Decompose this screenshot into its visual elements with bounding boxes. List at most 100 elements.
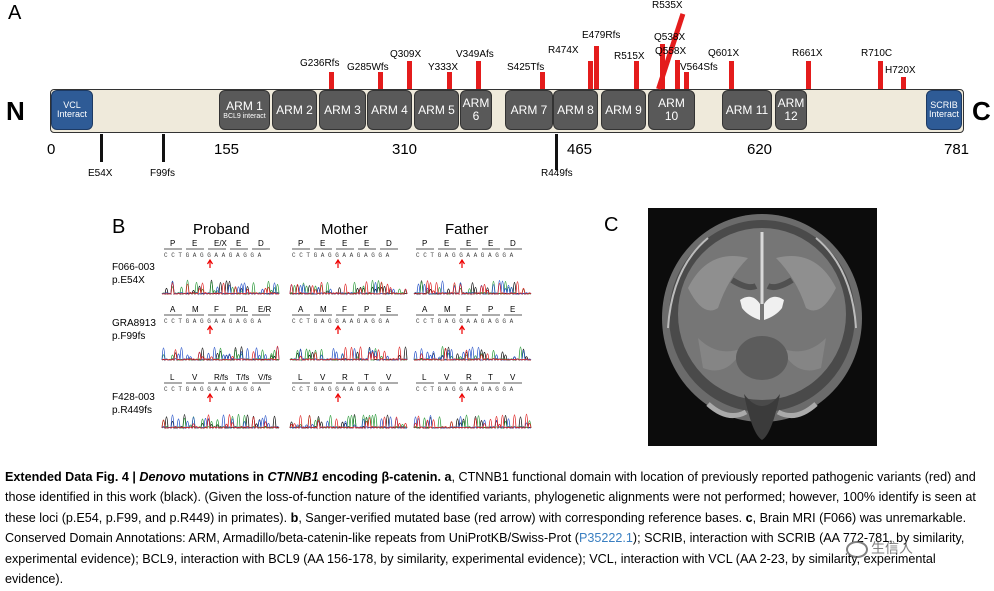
variant-marker-previous	[806, 61, 811, 89]
variant-label-previous: Q538X	[654, 32, 686, 43]
svg-text:C C T G A G G A A G A G G A: C C T G A G G A A G A G G A	[292, 386, 390, 393]
variant-marker-previous	[634, 61, 639, 89]
column-title-mother: Mother	[321, 221, 368, 238]
codon-label: V/fs	[258, 373, 272, 382]
codon-label: E	[192, 239, 197, 248]
mutation-arrow-icon	[206, 392, 214, 402]
uniprot-accession-link[interactable]: P35222.1	[578, 531, 633, 546]
brain-mri-image	[648, 208, 877, 446]
variant-marker-previous	[901, 77, 906, 89]
variant-label-new: F99fs	[150, 168, 176, 179]
codon-label: V	[444, 373, 450, 382]
codon-label: A	[170, 305, 176, 314]
domain-label: ARM 5	[418, 102, 455, 117]
caption-c-text-2: ); SCRIB, interaction with SCRIB (AA 772…	[5, 531, 965, 587]
variant-marker-previous	[660, 44, 665, 89]
panel-a-letter: A	[8, 2, 22, 24]
codon-label: E	[488, 239, 493, 248]
variant-label-previous: Q558X	[655, 46, 687, 57]
position-tick-label: 0	[47, 141, 56, 158]
domain-label: ARM 11	[725, 102, 769, 117]
variant-label-previous: V564Sfs	[680, 62, 718, 73]
variant-label-previous: Q309X	[390, 49, 422, 60]
watermark: 生信人	[846, 538, 913, 558]
codon-label: L	[422, 373, 427, 382]
caption-figure-number: Extended Data Fig. 4 |	[5, 470, 136, 484]
codon-label: E	[466, 239, 471, 248]
variant-label-previous: R710C	[861, 48, 893, 59]
codon-label: T/fs	[236, 373, 249, 382]
domain-arm-2: ARM 2	[272, 90, 317, 130]
codon-label: P	[488, 305, 493, 314]
codon-label: R	[466, 373, 472, 382]
domain-label: SCRIB	[930, 99, 958, 110]
caption-gene: CTNNB1	[267, 470, 319, 484]
codon-label: P	[364, 305, 369, 314]
sample-id: F066-003	[112, 262, 155, 273]
watermark-text: 生信人	[871, 540, 913, 556]
variant-label-previous: R661X	[792, 48, 823, 59]
caption-b-label: b	[290, 510, 299, 525]
mutation-arrow-icon	[458, 392, 466, 402]
position-tick-label: 310	[392, 141, 418, 158]
variant-marker-previous	[540, 72, 545, 89]
variant-label-previous: S425Tfs	[507, 62, 545, 73]
domain-arm-11: ARM 11	[722, 90, 772, 130]
position-tick-label: 781	[944, 141, 970, 158]
svg-text:C C T G A G G A A G A G G A: C C T G A G G A A G A G G A	[164, 386, 262, 393]
codon-label: V	[386, 373, 392, 382]
codon-label: E	[364, 239, 369, 248]
wechat-icon	[846, 540, 868, 558]
n-terminus-label: N	[6, 96, 25, 126]
domain-sublabel: BCL9 interact	[223, 112, 266, 120]
variant-marker-previous	[407, 61, 412, 89]
codon-label: P	[170, 239, 175, 248]
position-tick-label: 155	[214, 141, 240, 158]
variant-label-new: R449fs	[541, 168, 573, 179]
sample-variant: p.R449fs	[112, 404, 153, 416]
svg-text:C C T G A G G A A G A G G A: C C T G A G G A A G A G G A	[416, 318, 514, 325]
panel-c-letter: C	[604, 214, 619, 236]
domain-sublabel: Interact	[56, 109, 87, 119]
variant-marker-previous	[878, 61, 883, 89]
variant-label-previous: Y333X	[428, 62, 459, 73]
codon-label: R/fs	[214, 373, 228, 382]
domain-label: ARM 7	[510, 102, 548, 117]
domain-label: VCL	[63, 99, 81, 110]
domain-label: ARM 8	[557, 102, 594, 117]
domain-arm-5: ARM 5	[414, 90, 459, 130]
codon-label: F	[466, 305, 471, 314]
caption-c-label: c	[745, 510, 753, 525]
variant-marker-previous	[594, 46, 599, 89]
codon-label: E	[342, 239, 347, 248]
column-title-father: Father	[445, 221, 489, 238]
domain-arm-7: ARM 7	[505, 90, 553, 130]
variant-marker-previous	[729, 61, 734, 89]
variant-label-previous: R515X	[614, 51, 645, 62]
panel-b-letter: B	[112, 216, 126, 238]
codon-label: D	[258, 239, 264, 248]
codon-label: D	[510, 239, 516, 248]
domain-label: ARM 9	[605, 102, 642, 117]
domain-label: ARM	[462, 96, 490, 111]
domain-label: ARM	[777, 96, 805, 111]
mutation-arrow-icon	[206, 258, 214, 268]
domain-arm-3: ARM 3	[319, 90, 366, 130]
sample-label: GRA8913 p.F99fs	[112, 318, 156, 343]
variant-marker-previous	[329, 72, 334, 89]
codon-label: E	[386, 305, 391, 314]
variant-label-previous: E479Rfs	[582, 30, 621, 41]
variant-marker-new	[555, 134, 558, 170]
codon-label: M	[444, 305, 451, 314]
domain-sublabel: Interact	[928, 109, 959, 119]
svg-text:C C T G A G G A A G A G G A: C C T G A G G A A G A G G A	[292, 318, 390, 325]
svg-text:C C T G A G G A A G A G G A: C C T G A G G A A G A G G A	[292, 252, 390, 259]
